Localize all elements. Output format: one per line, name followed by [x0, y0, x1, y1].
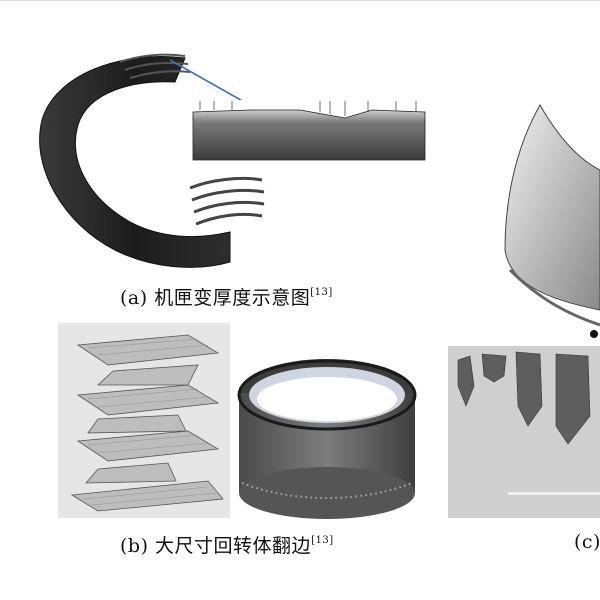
flanged-ring-image — [237, 359, 417, 519]
caption-b-label: (b) — [120, 535, 149, 557]
caption-a-ref: [13] — [310, 286, 333, 298]
caption-c-label: (c) — [574, 531, 600, 553]
caption-b-text: 大尺寸回转体翻边 — [155, 535, 312, 557]
flanging-stages-image — [58, 323, 230, 518]
caption-a-text: 机匣变厚度示意图 — [154, 287, 311, 309]
panel-b: (b) 大尺寸回转体翻边[13] — [0, 315, 440, 600]
caption-b-ref: [13] — [311, 534, 334, 546]
curved-sheet-part-image — [504, 103, 600, 338]
page-top-rule — [0, 0, 600, 1]
caption-a-label: (a) — [120, 287, 148, 309]
caption-a: (a) 机匣变厚度示意图[13] — [120, 283, 333, 310]
casing-drum-image — [39, 53, 426, 268]
caption-c: (c) — [574, 531, 600, 553]
test-specimens-image — [448, 346, 600, 518]
caption-b: (b) 大尺寸回转体翻边[13] — [120, 531, 334, 558]
panel-a: (a) 机匣变厚度示意图[13] — [0, 0, 440, 315]
